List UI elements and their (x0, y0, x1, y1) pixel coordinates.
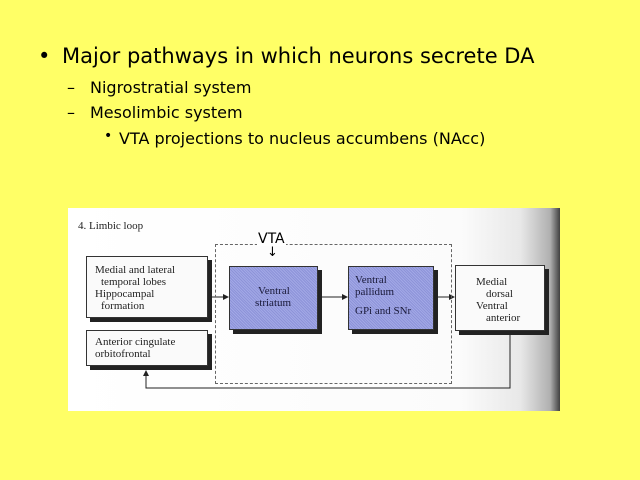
feedback-loop-line (143, 334, 511, 389)
connector-lines (143, 294, 511, 389)
box-line: pallidum (355, 286, 395, 298)
box-line: Ventral (355, 274, 387, 286)
box-line: Anterior cingulate (95, 336, 176, 348)
box-line: Medial and lateral (95, 264, 176, 276)
box-line: Medial (476, 276, 508, 288)
box-line: dorsal (486, 288, 513, 300)
figure-title: 4. Limbic loop (78, 220, 144, 232)
box-line: GPi and SNr (355, 305, 412, 317)
dash-marker: – (67, 78, 75, 97)
box-thalamus: Medial dorsal Ventral anterior (455, 265, 545, 331)
box-temporal-hippocampal: Medial and lateral temporal lobes Hippoc… (86, 256, 208, 318)
box-line: striatum (255, 297, 292, 309)
bullet-text: VTA projections to nucleus accumbens (NA… (119, 129, 486, 148)
bullet-marker: • (38, 44, 51, 68)
bullet-text: Mesolimbic system (90, 103, 243, 122)
bullet-text: Nigrostratial system (90, 78, 252, 97)
box-anterior-cingulate: Anterior cingulate orbitofrontal (86, 330, 208, 366)
box-line: Ventral (476, 300, 508, 312)
dash-marker: – (67, 103, 75, 122)
limbic-loop-figure: 4. Limbic loop VTA ↓ Medial and lateral … (68, 208, 560, 411)
box-ventral-pallidum: Ventral pallidum GPi and SNr (348, 266, 434, 330)
box-line: temporal lobes (101, 276, 167, 288)
basal-ganglia-dashed-region (215, 244, 452, 384)
box-line: anterior (486, 312, 521, 324)
box-line: orbitofrontal (95, 348, 151, 360)
box-line: formation (101, 300, 145, 312)
box-line: Ventral (258, 285, 290, 297)
arrow-down-icon: ↓ (267, 245, 278, 260)
bullet-text: Major pathways in which neurons secrete … (62, 44, 535, 68)
box-line: Hippocampal (95, 288, 155, 300)
vta-label: VTA (257, 231, 286, 247)
box-ventral-striatum: Ventral striatum (229, 266, 318, 330)
bullet-marker: • (104, 128, 113, 144)
